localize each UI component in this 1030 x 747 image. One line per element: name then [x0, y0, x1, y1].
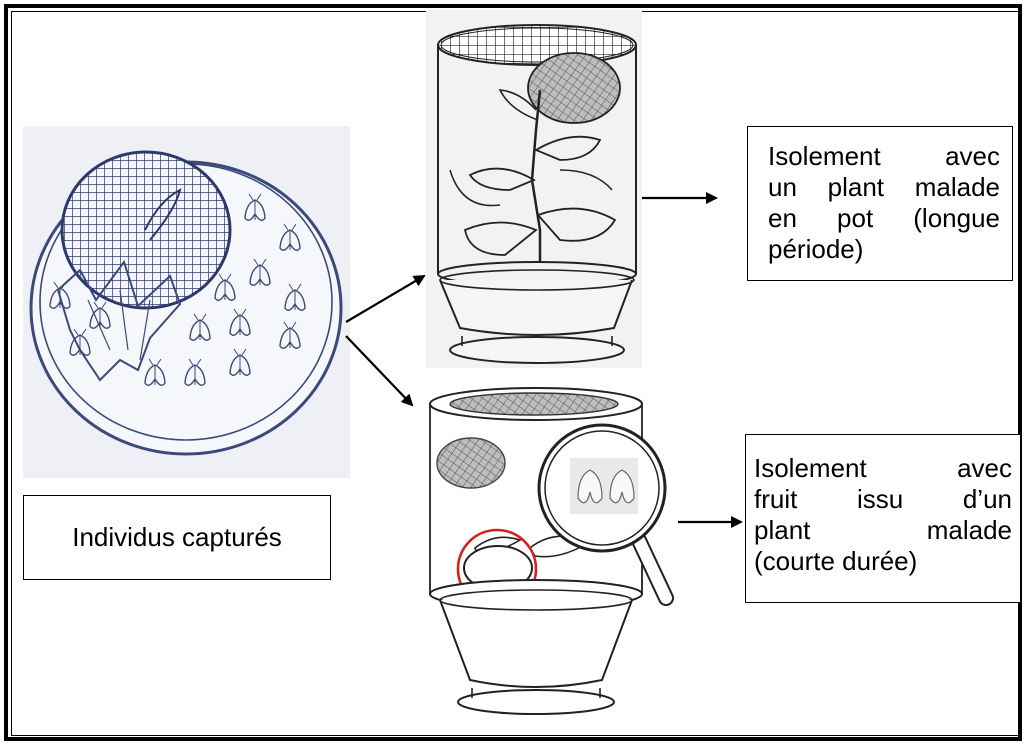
magnifier-icon — [539, 425, 666, 598]
plant-isolation-line-3: en pot (longue — [768, 203, 1000, 234]
plant-isolation-label: Isolement avec un plant malade en pot (l… — [747, 126, 1013, 281]
potted-plant-cage-drawing — [426, 10, 642, 368]
petri-cage-drawing — [23, 126, 350, 478]
captured-individuals-text: Individus capturés — [72, 522, 282, 553]
fruit-isolation-line-3: plant malade — [754, 515, 1012, 546]
plant-isolation-line-2: un plant malade — [768, 172, 1000, 203]
fruit-isolation-label: Isolement avec fruit issu d’un plant mal… — [745, 434, 1021, 603]
plant-isolation-line-4: période) — [768, 234, 1000, 265]
plant-isolation-line-1: Isolement avec — [768, 141, 1000, 172]
fruit-isolation-line-4: (courte durée) — [754, 546, 1012, 577]
fruit-isolation-line-1: Isolement avec — [754, 453, 1012, 484]
captured-individuals-label: Individus capturés — [23, 495, 331, 580]
fruit-isolation-line-2: fruit issu d’un — [754, 484, 1012, 515]
